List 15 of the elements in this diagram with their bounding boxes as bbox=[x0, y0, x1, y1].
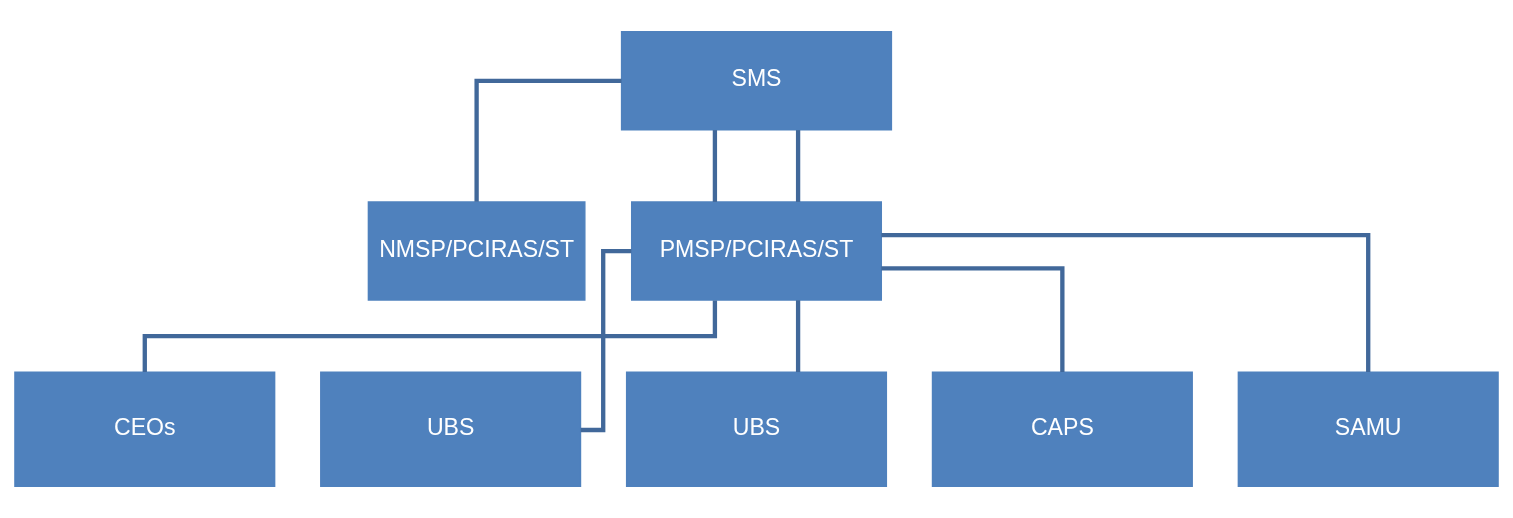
node-box: CEOs bbox=[14, 371, 276, 487]
node-box: NMSP/PCIRAS/ST bbox=[367, 201, 586, 301]
node-box: UBS bbox=[320, 371, 582, 487]
node-box: PMSP/PCIRAS/ST bbox=[631, 201, 882, 301]
node-box: UBS bbox=[625, 371, 888, 487]
connector bbox=[142, 300, 718, 372]
connector bbox=[881, 266, 1065, 373]
connector bbox=[474, 78, 622, 202]
connector bbox=[795, 130, 801, 202]
connector bbox=[712, 130, 718, 202]
connector bbox=[881, 233, 1371, 373]
node-box: SMS bbox=[620, 31, 893, 131]
connector bbox=[795, 300, 801, 373]
node-box: SAMU bbox=[1237, 371, 1499, 487]
node-box: CAPS bbox=[931, 371, 1193, 487]
